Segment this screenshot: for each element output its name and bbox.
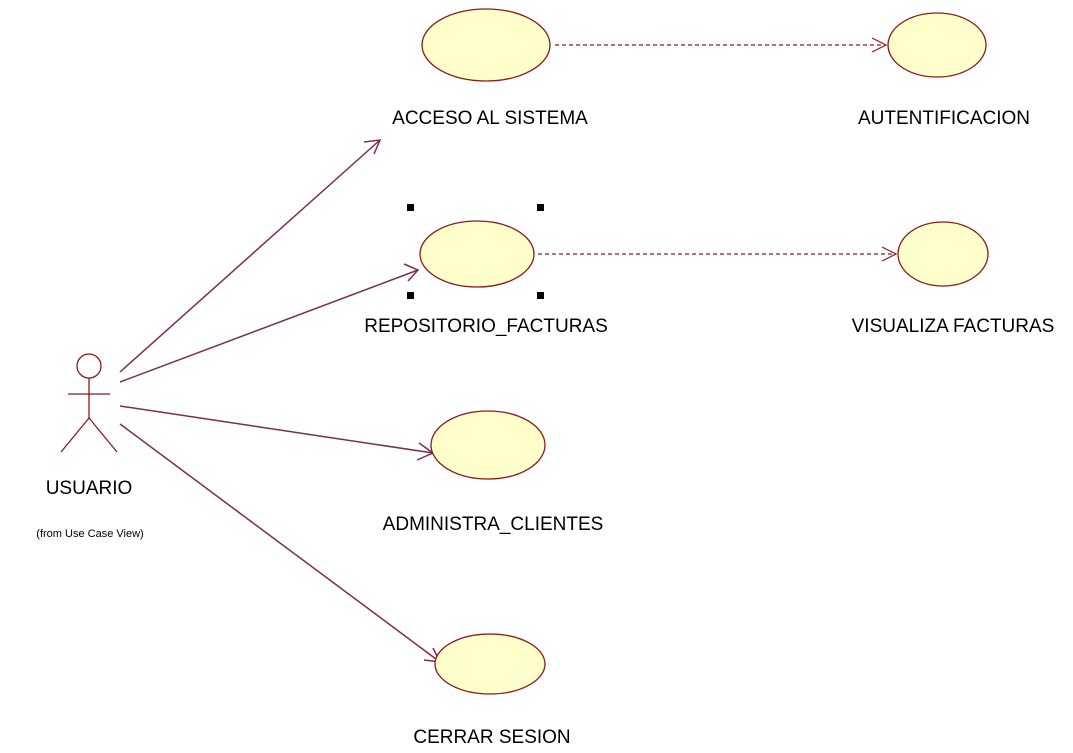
use-case-visualiza[interactable]: VISUALIZA FACTURAS <box>852 221 1055 337</box>
actor-name: USUARIO <box>46 478 133 499</box>
use-case-acceso[interactable]: ACCESO AL SISTEMA <box>392 8 588 129</box>
actor-note: (from Use Case View) <box>36 528 143 540</box>
association-cerrar[interactable] <box>119 423 442 663</box>
actor-left-leg <box>60 417 90 453</box>
selection-handle-top-right[interactable] <box>537 204 544 211</box>
use-case-autentificacion[interactable]: AUTENTIFICACION <box>858 12 1030 129</box>
actor-head <box>76 353 102 379</box>
selection-handle-bottom-left[interactable] <box>407 292 414 299</box>
association-acceso[interactable] <box>119 139 382 373</box>
use-case-label: VISUALIZA FACTURAS <box>852 316 1055 337</box>
selection-handle-bottom-right[interactable] <box>537 292 544 299</box>
use-case-label: ACCESO AL SISTEMA <box>392 108 588 129</box>
actor-right-leg <box>88 417 118 453</box>
use-case-ellipse <box>897 221 989 287</box>
use-case-administra[interactable]: ADMINISTRA_CLIENTES <box>383 410 604 535</box>
selection-handle-top-left[interactable] <box>407 204 414 211</box>
use-case-ellipse <box>434 633 546 695</box>
use-case-label: ADMINISTRA_CLIENTES <box>383 514 604 535</box>
associations <box>119 139 442 663</box>
association-administra[interactable] <box>119 405 435 461</box>
actor-usuario[interactable] <box>60 353 118 453</box>
association-repositorio[interactable] <box>119 263 420 383</box>
use-case-label: AUTENTIFICACION <box>858 108 1030 129</box>
dependency-repositorio-visualiza[interactable] <box>538 246 898 262</box>
dependencies <box>538 37 898 262</box>
use-case-repositorio[interactable]: REPOSITORIO_FACTURAS <box>364 204 608 337</box>
use-case-ellipse <box>419 220 535 288</box>
use-case-cerrar[interactable]: CERRAR SESION <box>413 633 571 748</box>
use-case-label: CERRAR SESION <box>413 727 570 748</box>
use-case-label: REPOSITORIO_FACTURAS <box>364 316 608 337</box>
use-case-ellipse <box>421 8 551 82</box>
use-case-ellipse <box>430 410 546 480</box>
use-case-ellipse <box>887 12 987 78</box>
dependency-acceso-autentificacion[interactable] <box>555 37 888 53</box>
